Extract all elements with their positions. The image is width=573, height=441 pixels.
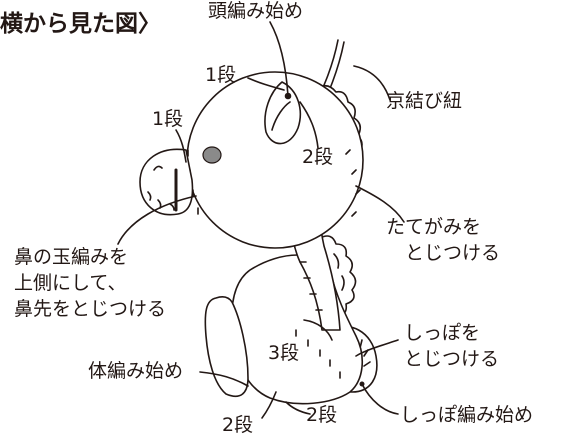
label-head-start: 頭編み始め bbox=[208, 0, 304, 22]
leader-line bbox=[303, 319, 333, 341]
leader-line bbox=[117, 195, 197, 245]
tail-start-dot bbox=[359, 381, 365, 387]
stitch-line bbox=[295, 261, 341, 379]
label-row2-ear: 2段 bbox=[302, 146, 334, 168]
label-body-start: 体編み始め bbox=[88, 360, 184, 382]
leader-line bbox=[355, 339, 399, 357]
label-nose-line3: 鼻先をとじつける bbox=[14, 298, 167, 320]
leg-outline bbox=[204, 296, 249, 398]
label-mane-line2: とじつける bbox=[405, 242, 501, 264]
label-nose-line1: 鼻の玉編みを bbox=[14, 246, 129, 268]
eye-dot bbox=[202, 146, 222, 164]
leader-line bbox=[355, 185, 405, 223]
label-row3-body: 3段 bbox=[268, 342, 300, 364]
diagram-title: 横から見た図〉 bbox=[0, 11, 161, 37]
label-row1-nose: 1段 bbox=[152, 108, 184, 130]
label-tail-line1: しっぽを bbox=[404, 322, 481, 344]
nose-outline bbox=[147, 165, 175, 211]
leader-line bbox=[247, 77, 285, 91]
leader-line bbox=[361, 383, 399, 415]
label-tail-start: しっぽ編み始め bbox=[400, 404, 534, 426]
ear-outline bbox=[264, 81, 302, 145]
label-row1-ear: 1段 bbox=[205, 64, 237, 86]
nose-outline bbox=[139, 148, 194, 216]
label-row2-bottom-left: 2段 bbox=[222, 414, 254, 436]
ear-outline bbox=[271, 101, 291, 131]
label-row2-bottom-right: 2段 bbox=[306, 404, 338, 426]
label-kyomusubi-cord: 京結び紐 bbox=[386, 90, 463, 112]
leader-line bbox=[199, 371, 249, 387]
label-mane-line1: たてがみを bbox=[386, 216, 482, 238]
leader-line bbox=[261, 391, 277, 419]
label-tail-line2: とじつける bbox=[404, 348, 500, 370]
leader-line bbox=[285, 401, 311, 415]
leader-line bbox=[269, 21, 289, 97]
label-nose-line2: 上側にして、 bbox=[14, 272, 127, 294]
leader-line bbox=[353, 65, 391, 101]
leader-line bbox=[299, 101, 319, 149]
leader-line bbox=[175, 129, 187, 163]
